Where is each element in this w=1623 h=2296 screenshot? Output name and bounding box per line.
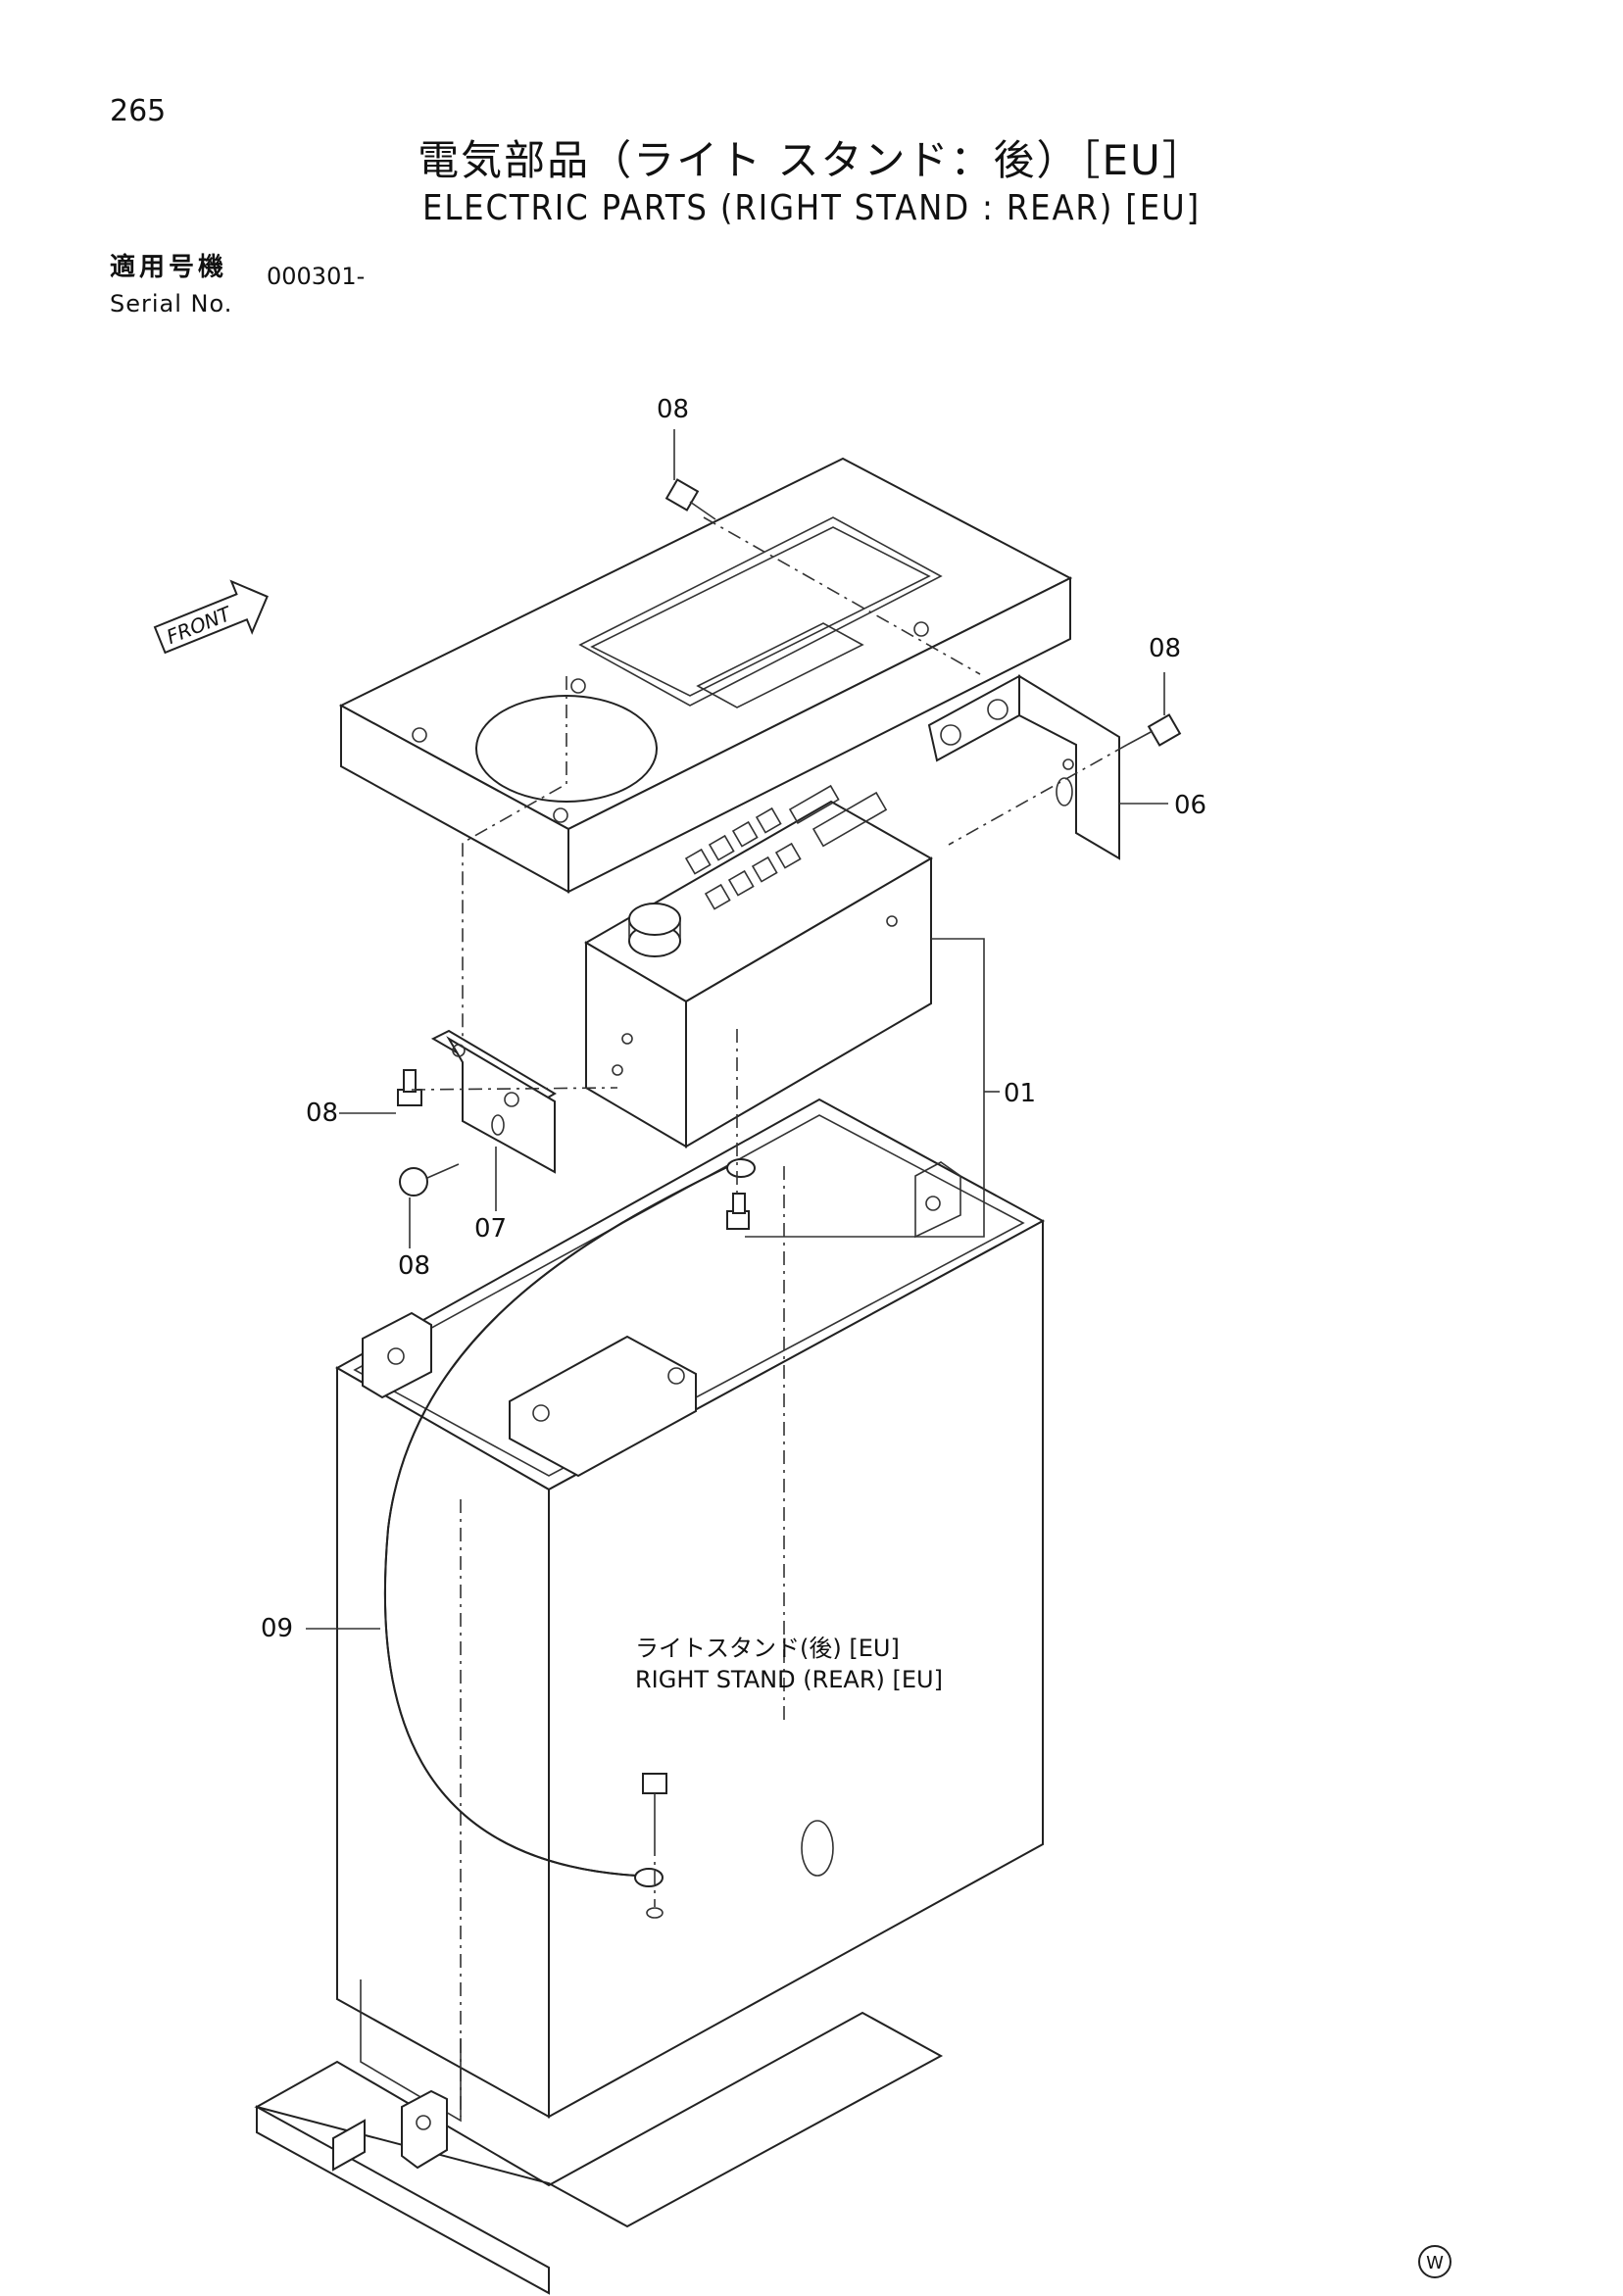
callout-08-left-lower: 08 [398,1251,430,1281]
controller-unit [584,784,934,1148]
stand-label-english: RIGHT STAND (REAR) [EU] [635,1666,943,1693]
bolt-left-upper [397,1069,422,1106]
top-cover-plate [338,457,1073,894]
callout-01: 01 [1004,1079,1036,1108]
bolt-right [1126,713,1182,747]
ground-cable [383,1158,756,1887]
callout-07: 07 [474,1214,507,1244]
watermark-circle-icon: W [1418,2245,1451,2278]
right-stand-pedestal [254,1098,1046,2295]
serial-label-english: Serial No. [110,290,233,318]
bracket-right [927,674,1120,860]
bolt-ground-screw [642,1773,667,1919]
page-title-japanese: 電気部品（ライト スタンド：後）［EU］ [418,136,1205,184]
stand-mount-tab-center [509,1335,697,1478]
leader-lines [306,429,1168,1630]
front-direction-arrow: FRONT [153,579,269,655]
page-number: 265 [110,94,167,128]
watermark-mark: W [1415,2242,1454,2289]
bolt-top [664,478,716,520]
bracket-left [430,1029,557,1174]
stand-mount-tab-left [362,1311,432,1399]
serial-label-japanese: 適用号機 [110,253,228,282]
controller-button-panel [684,784,888,910]
watermark-letter: W [1426,2253,1444,2273]
callout-09: 09 [261,1614,293,1643]
assembly-centerlines [411,516,1128,1907]
callout-08-left-upper: 08 [306,1099,338,1128]
page-title-english: ELECTRIC PARTS (RIGHT STAND : REAR) [EU] [422,188,1201,228]
bolt-left-lower [399,1163,460,1197]
controller-knob [628,903,681,957]
callout-08-top: 08 [657,395,689,424]
serial-number-value: 000301- [267,263,366,290]
stand-label-japanese: ライトスタンド(後) [EU] [635,1635,900,1662]
callout-08-right: 08 [1149,634,1181,663]
callout-06: 06 [1174,791,1206,820]
bolt-stand-screw [726,1193,750,1230]
